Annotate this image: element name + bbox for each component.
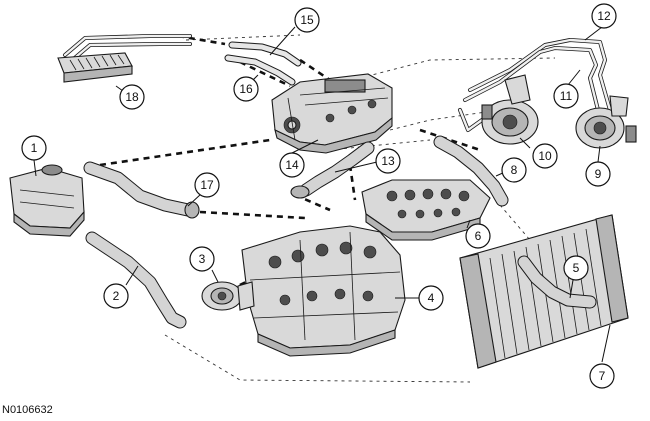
callout-9: 9 (585, 161, 611, 187)
callout-12-label: 12 (597, 9, 611, 23)
cylinder-head (361, 179, 491, 241)
callout-18-label: 18 (125, 90, 139, 104)
callout-2-label: 2 (113, 289, 120, 303)
degas-bottle (9, 164, 85, 237)
callout-1-label: 1 (31, 141, 38, 155)
callout-5-label: 5 (573, 261, 580, 275)
turbocharger-right (575, 95, 637, 149)
callout-4: 4 (418, 285, 444, 311)
radiator-upper-hose (433, 135, 509, 207)
callout-6-label: 6 (475, 229, 482, 243)
engine-block (241, 225, 406, 357)
radiator-lower-hose (517, 255, 597, 309)
callout-10-label: 10 (538, 149, 552, 163)
callout-2: 2 (103, 283, 129, 309)
callout-16-label: 16 (239, 82, 253, 96)
callout-17: 17 (194, 172, 220, 198)
turbo-coolant-lines (458, 38, 612, 132)
callout-4-label: 4 (428, 291, 435, 305)
callout-5: 5 (563, 255, 589, 281)
degas-hose-17 (83, 161, 200, 219)
callout-3: 3 (189, 246, 215, 272)
heater-hoses (224, 41, 302, 86)
callout-6: 6 (465, 223, 491, 249)
callout-15-label: 15 (300, 13, 314, 27)
callout-12: 12 (591, 3, 617, 29)
callout-3-label: 3 (199, 252, 206, 266)
callout-13-label: 13 (381, 154, 395, 168)
callout-7: 7 (589, 363, 615, 389)
callout-11-label: 11 (560, 89, 573, 103)
callout-13: 13 (375, 148, 401, 174)
figure-id: N0106632 (2, 404, 53, 416)
turbocharger-left (481, 74, 539, 145)
callout-14: 14 (279, 152, 305, 178)
thermostat-housing (271, 73, 393, 154)
callout-11: 11 (553, 83, 579, 109)
callout-10: 10 (532, 143, 558, 169)
callout-9-label: 9 (595, 167, 602, 181)
callout-17-label: 17 (200, 178, 214, 192)
water-pump (201, 281, 255, 311)
callout-8-label: 8 (511, 163, 518, 177)
coolant-pipe-13 (290, 141, 375, 199)
callout-18: 18 (119, 84, 145, 110)
callout-15: 15 (294, 7, 320, 33)
callout-1: 1 (21, 135, 47, 161)
callout-8: 8 (501, 157, 527, 183)
flow-lines-hollow (164, 34, 556, 383)
degas-hose-2 (85, 231, 187, 329)
callout-16: 16 (233, 76, 259, 102)
callout-7-label: 7 (599, 369, 606, 383)
heater-core (57, 34, 192, 83)
callout-14-label: 14 (285, 158, 299, 172)
